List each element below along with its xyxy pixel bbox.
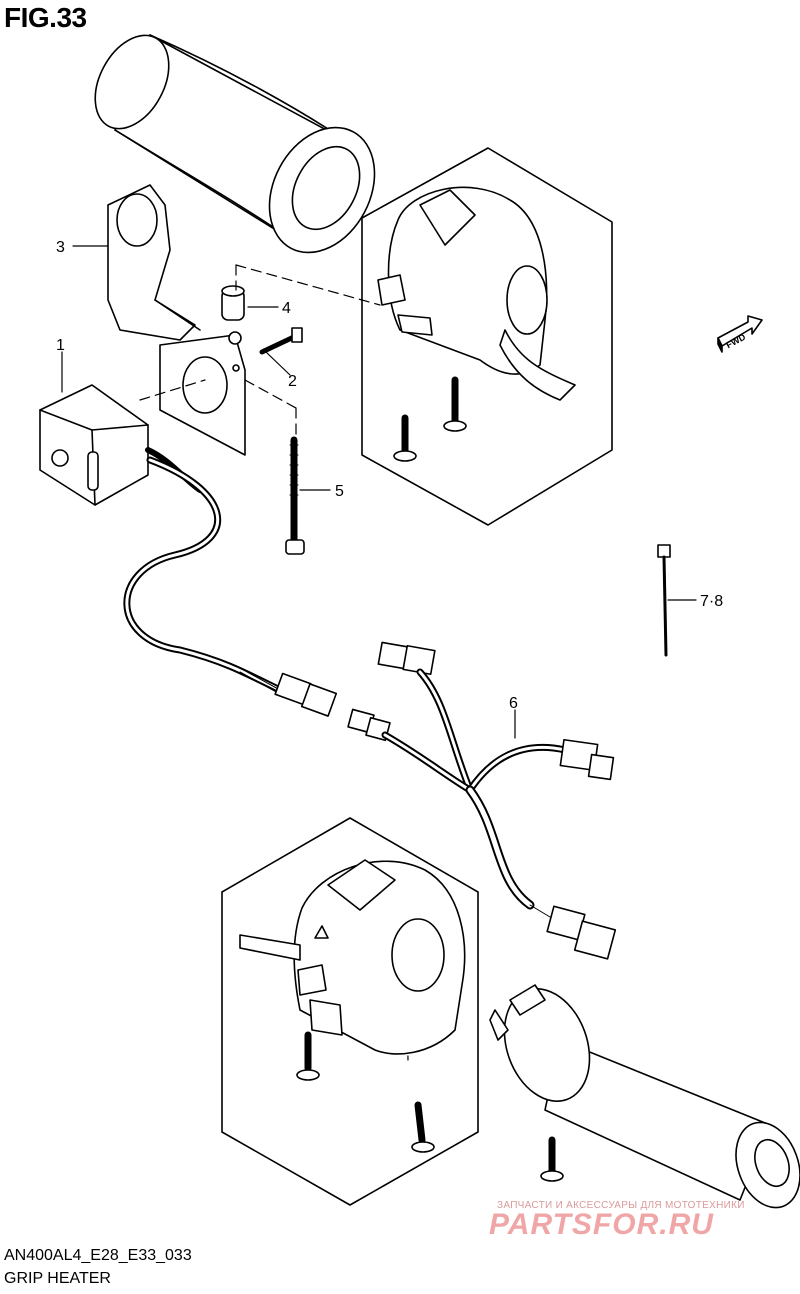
callout-7-8: 7·8 — [700, 593, 723, 610]
figure-title: FIG.33 — [4, 2, 87, 33]
right-switch-box — [361, 147, 613, 526]
diagram-code: AN400AL4_E28_E33_033 — [4, 1247, 192, 1264]
upper-grip — [94, 34, 376, 254]
callout-1: 1 — [56, 337, 65, 354]
watermark-brand: PARTSFOR.RU — [489, 1208, 714, 1241]
bracket-part-3 — [107, 184, 201, 341]
callout-2: 2 — [288, 373, 297, 390]
callout-6: 6 — [509, 695, 518, 712]
leader-lines — [61, 245, 697, 739]
bolt-part-5 — [285, 436, 305, 555]
left-switch-box — [221, 817, 479, 1206]
screw-lower-grip — [540, 1136, 564, 1182]
collar-part-4 — [221, 285, 245, 321]
bolt-part-2 — [259, 327, 303, 355]
connector-a — [239, 667, 338, 717]
callout-3: 3 — [56, 239, 65, 256]
mount-plate — [159, 331, 246, 456]
callout-4: 4 — [282, 300, 291, 317]
diagram-name: GRIP HEATER — [4, 1270, 111, 1287]
lower-grip — [489, 984, 800, 1209]
switch-cable-inner — [125, 458, 282, 692]
heater-switch-part-1 — [39, 384, 203, 506]
wiring-harness-part-6 — [347, 641, 617, 960]
screws-bottom — [296, 1031, 435, 1153]
fwd-arrow-icon — [717, 315, 763, 353]
watermark-tagline: ЗАПЧАСТИ И АКСЕССУАРЫ ДЛЯ МОТОТЕХНИКИ — [497, 1200, 745, 1211]
cable-tie-part-7-8 — [657, 544, 671, 657]
screws-top — [393, 376, 467, 462]
callout-5: 5 — [335, 483, 344, 500]
